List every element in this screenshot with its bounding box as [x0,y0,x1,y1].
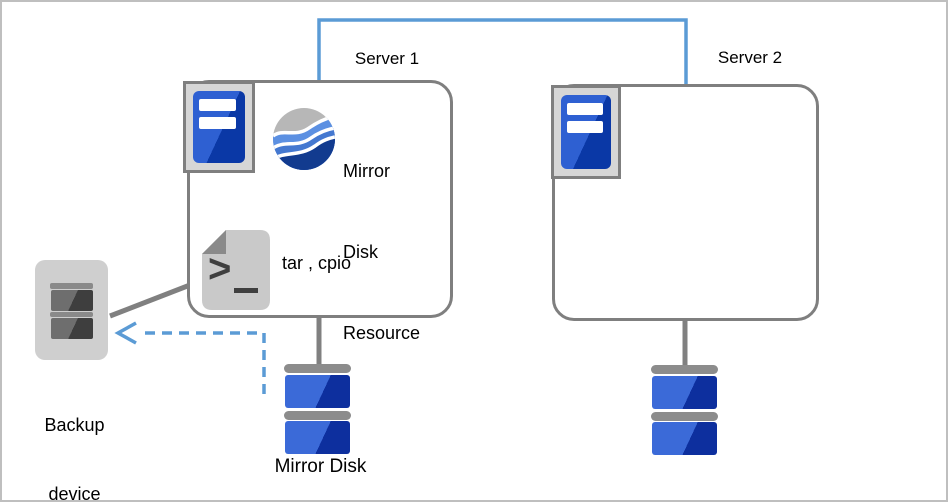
server-slot [199,99,237,111]
terminal-prompt-glyph: > [208,247,231,291]
backup-copy-dashed-arrow [138,331,266,394]
server-tower-icon [551,85,621,179]
disk-platter [285,375,350,408]
disk-spacer-bar [284,364,351,373]
disk-spacer-bar [651,365,718,374]
backup-connection-line [109,282,191,319]
server-tower-body [193,91,245,163]
disk-platter [652,422,717,455]
server-tower-icon [183,81,255,173]
mirror-disk-resource-label-line2: Disk [343,242,378,262]
mirror-disk-resource-label-line3: Resource [343,323,421,343]
backup-device-label-line2: device [48,484,101,502]
mirror-disk-resource-label-line1: Mirror [343,161,390,181]
tar-cpio-label: tar , cpio [282,253,352,273]
disk-spacer-bar [284,411,351,420]
terminal-page-shape: > [202,230,270,310]
backup-device-slot-bar [50,283,93,289]
terminal-underscore-glyph [234,288,258,293]
server-tower-body [561,95,611,169]
backup-device-label-line1: Backup [44,415,105,435]
mirror-disk-resource-label: Mirror Disk Resource [343,104,420,401]
backup-device-slot-bar [50,312,93,317]
server-slot [567,121,603,133]
server2-label: Server 2 [717,48,783,67]
backup-copy-arrowhead-icon [114,321,137,345]
server1-label: Server 1 [354,49,420,68]
terminal-script-icon: > [202,230,270,310]
backup-tape-device-icon [35,260,108,360]
disk-spacer-bar [651,412,718,421]
mirror-disk-stack-icon-server1 [284,364,351,454]
backup-device-cartridge [51,290,93,311]
server-slot [199,117,237,129]
backup-device-cartridge [51,318,93,339]
server-slot [567,103,603,115]
disk-platter [652,376,717,409]
server-interconnect-line [317,18,688,86]
mirror-disk-stack-icon-server2 [651,365,718,455]
server2-box [552,84,819,321]
disk-platter [285,421,350,454]
mirror-disk-label: Mirror Disk [274,456,367,477]
backup-device-label: Backup device [14,368,135,502]
mirror-disk-resource-globe-icon [273,108,335,170]
